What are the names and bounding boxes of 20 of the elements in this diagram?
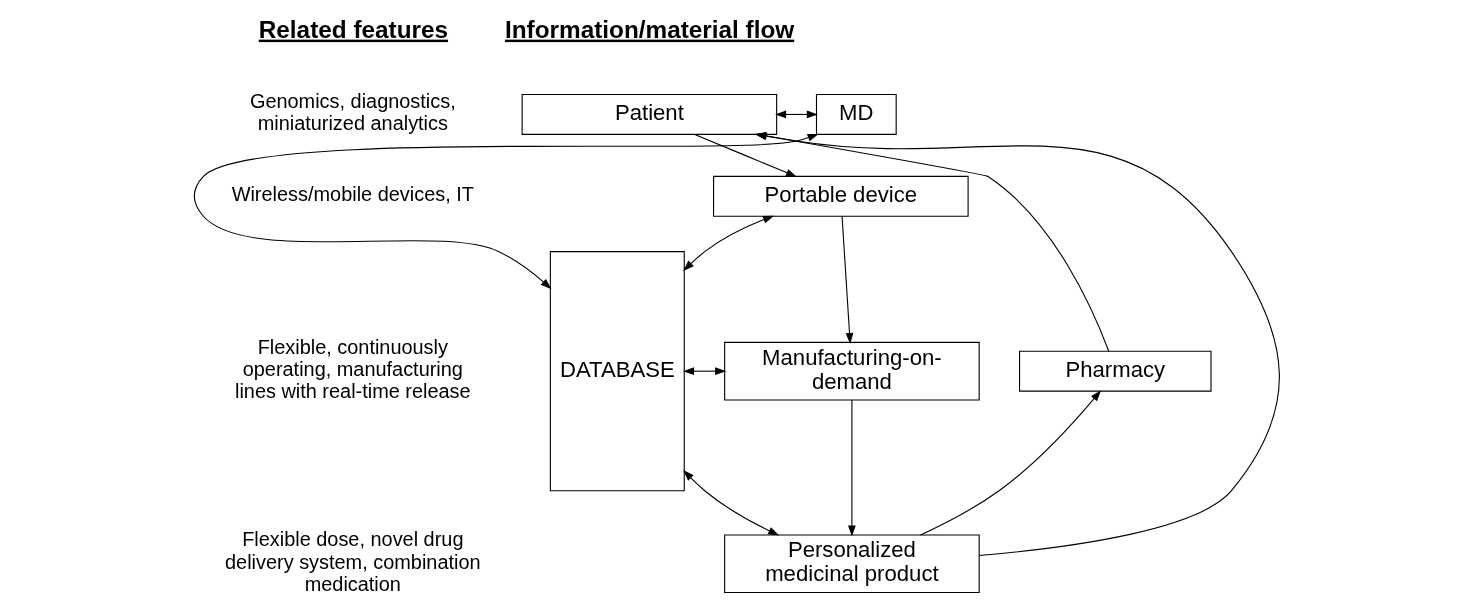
label: Wireless/mobile devices, IT <box>231 183 474 206</box>
node-box: MD <box>815 93 897 135</box>
arrow <box>841 216 853 344</box>
label: Related features <box>258 15 448 43</box>
label: Genomics, diagnostics, miniaturized analytics <box>249 90 456 135</box>
arrow <box>682 215 774 272</box>
label: Flexible, continuously operating, manufacturing lines with real-time release <box>234 335 471 403</box>
node-box: Pharmacy <box>1018 350 1212 392</box>
label: Flexible dose, novel drug delivery system, combination medication <box>224 528 481 595</box>
arrow <box>847 399 856 537</box>
label: Information/material flow <box>504 15 794 43</box>
arrow <box>682 367 726 376</box>
node-box: DATABASE <box>549 251 685 492</box>
node-box: Portable device <box>712 175 969 217</box>
node-box: Personalized medicinal product <box>723 534 980 594</box>
node-box: Manufacturing-on- demand <box>723 341 980 401</box>
arrow <box>919 390 1101 536</box>
arrow <box>682 470 779 536</box>
node-box: Patient <box>521 93 777 135</box>
arrow <box>774 110 818 119</box>
